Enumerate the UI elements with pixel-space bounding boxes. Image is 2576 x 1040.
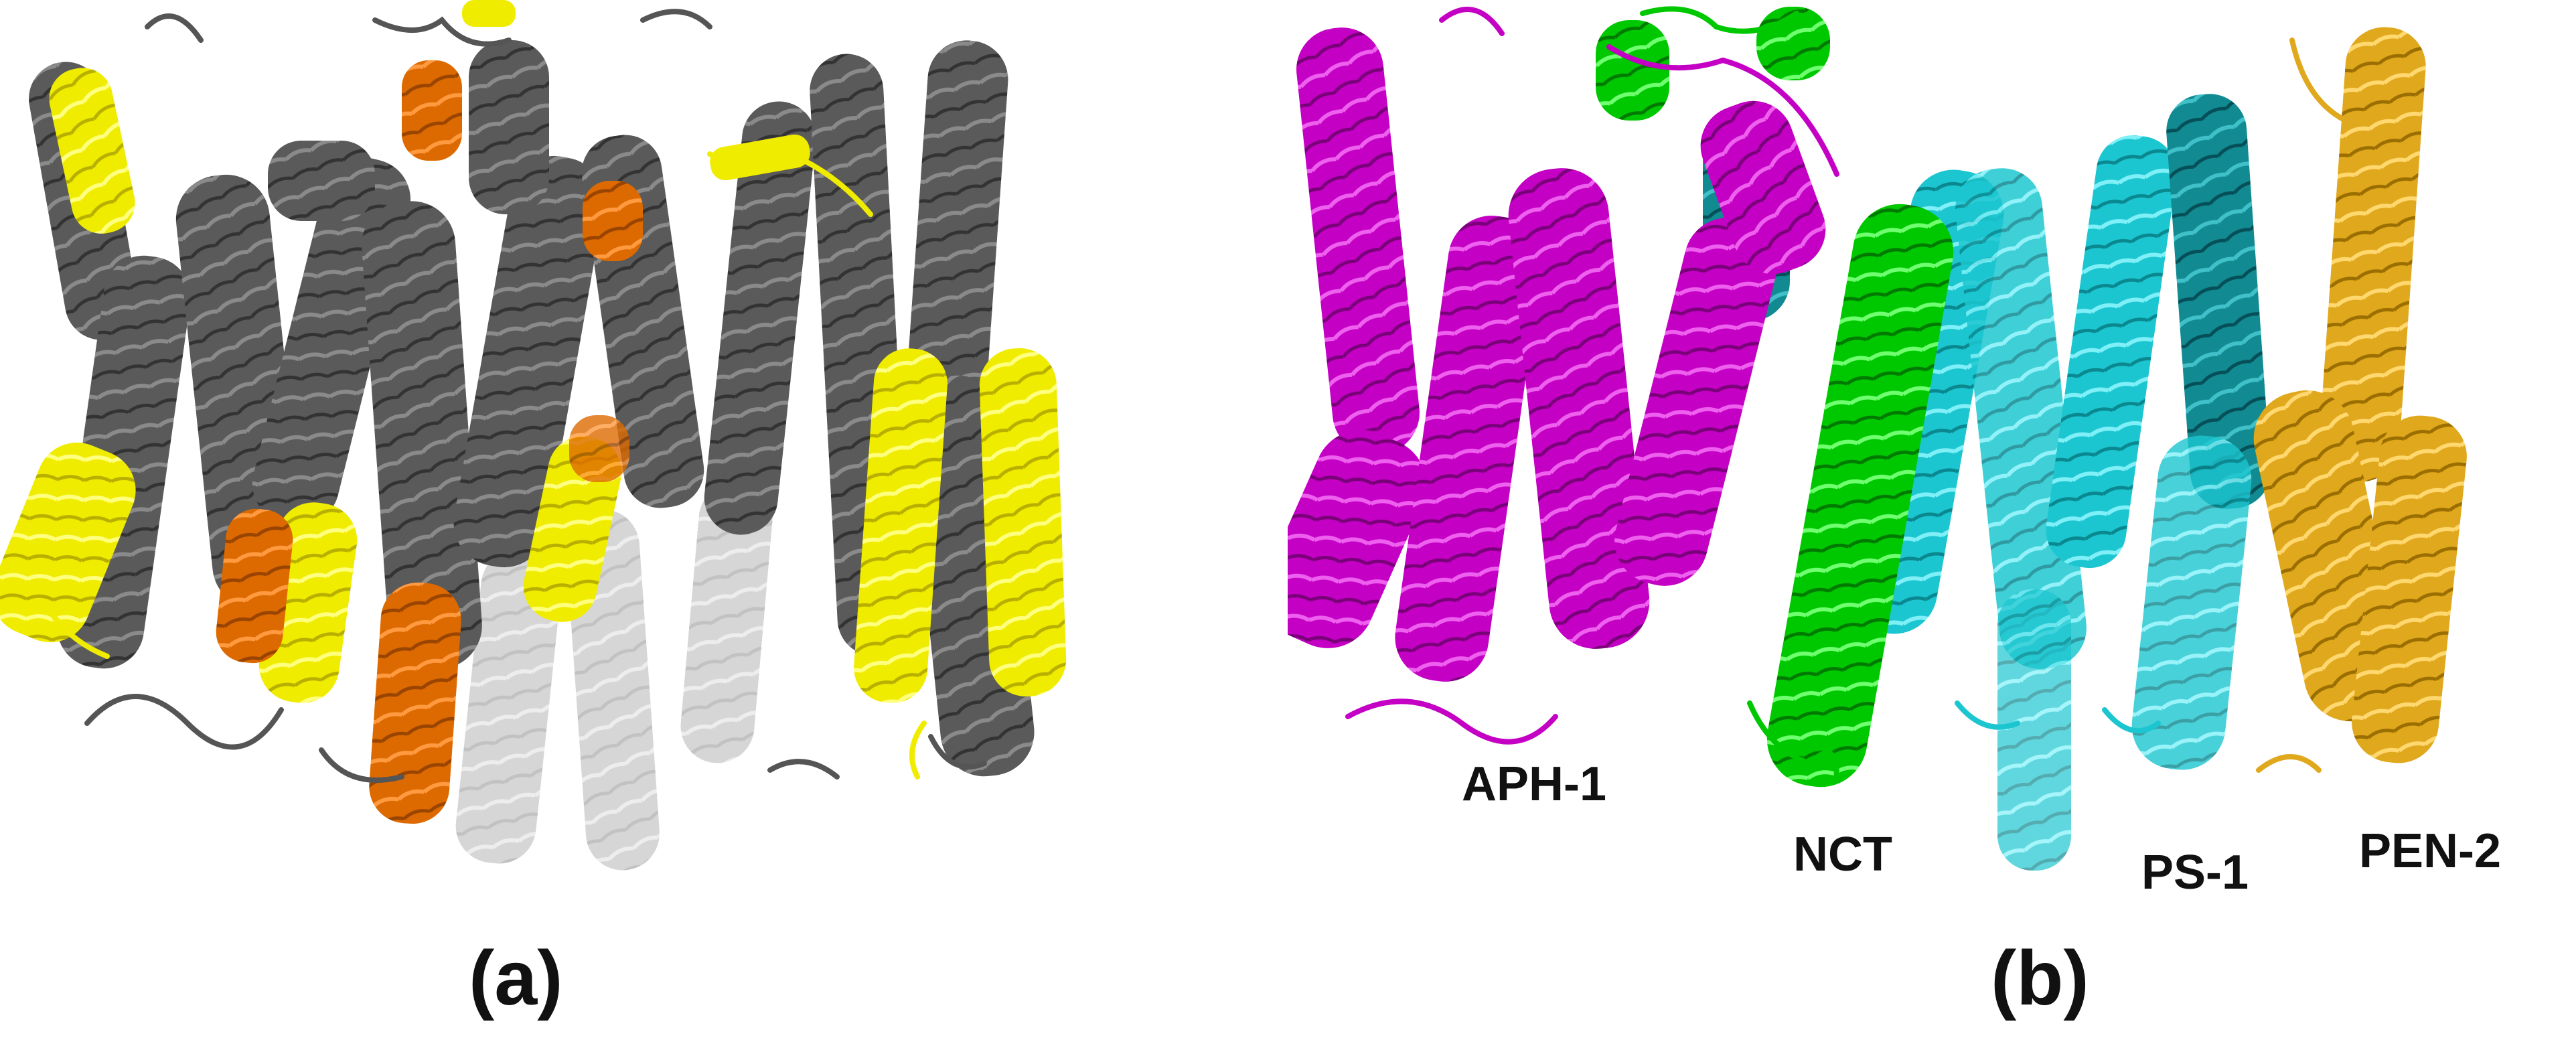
yellow-highlight-helices <box>0 0 1067 703</box>
loop-regions <box>51 9 987 783</box>
subunit-label-pen2: PEN-2 <box>2359 824 2502 878</box>
aph1-helices <box>1288 27 1826 682</box>
subunit-label-nct: NCT <box>1793 828 1892 881</box>
panel-b: APH-1 NCT PS-1 PEN-2 (b) <box>1288 0 2576 1040</box>
protein-ribbon-grayscale <box>0 0 1067 871</box>
orange-highlight-helices <box>216 60 643 824</box>
loop-regions <box>1345 6 2348 779</box>
panel-label-a: (a) <box>469 936 563 1021</box>
subunit-label-ps1: PS-1 <box>2141 846 2249 899</box>
protein-ribbon-subunits <box>1288 6 2467 871</box>
pen2-helices <box>2253 27 2467 763</box>
subunit-label-aph1: APH-1 <box>1462 757 1607 811</box>
panel-label-b: (b) <box>1991 936 2089 1021</box>
panel-a: (a) <box>0 0 1067 1021</box>
